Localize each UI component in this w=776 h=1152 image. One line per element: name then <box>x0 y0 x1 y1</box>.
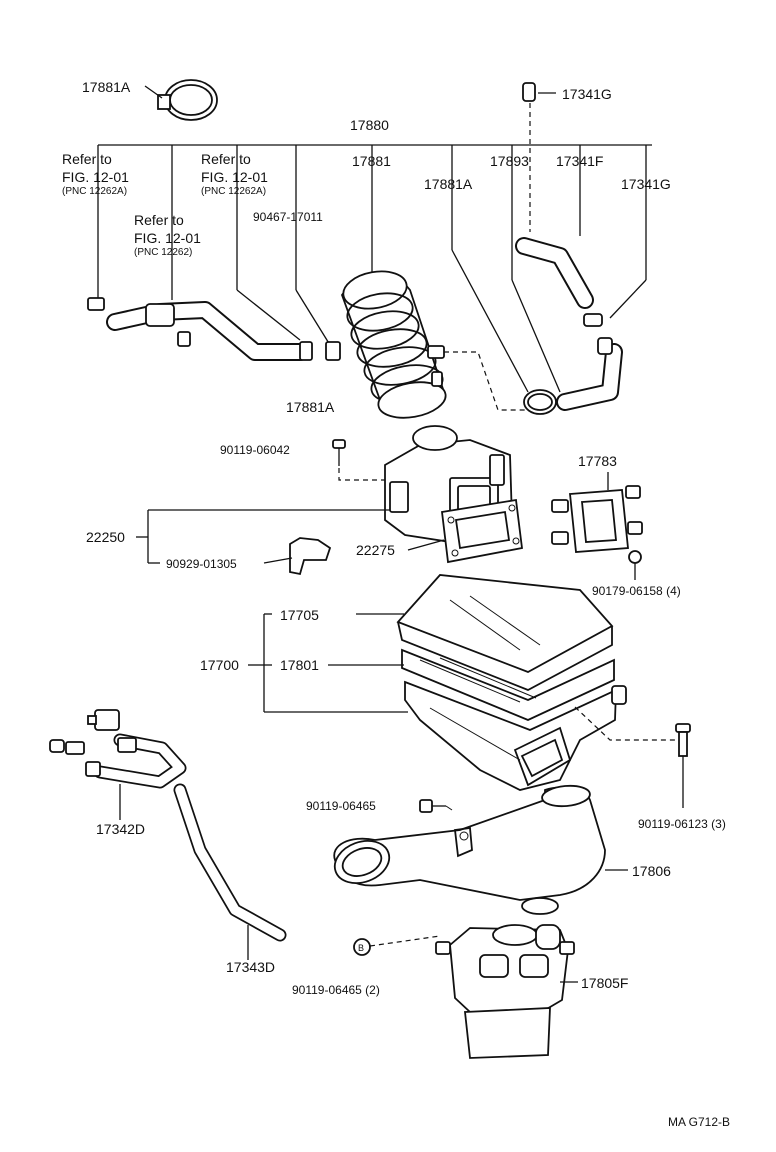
label-17880: 17880 <box>350 117 389 133</box>
label-refer-3-c: (PNC 12262) <box>134 247 192 258</box>
label-90119-06123: 90119-06123 (3) <box>638 817 726 831</box>
label-22275: 22275 <box>356 542 395 558</box>
small-bolt-mark: B <box>358 943 364 953</box>
hose-17341F <box>515 237 603 327</box>
label-17881: 17881 <box>352 153 391 169</box>
label-refer-2-c: (PNC 12262A) <box>201 186 266 197</box>
label-refer-2-a: Refer to <box>201 151 251 167</box>
clamp-17881A-right <box>523 389 557 415</box>
bolt-90119-06465 <box>419 799 453 813</box>
gasket-17783 <box>551 472 643 580</box>
callout-tree-17700 <box>248 613 408 713</box>
intake-duct-17806 <box>333 784 628 915</box>
vacuum-hose-17342D <box>49 709 187 820</box>
resonator-17805F <box>353 924 578 1059</box>
label-90119-06465-2: 90119-06465 (2) <box>292 983 380 997</box>
gasket-22275 <box>441 498 523 564</box>
clip-17341G-top <box>522 82 556 232</box>
callout-tree-17880 <box>97 144 652 393</box>
air-cleaner-17700 <box>396 574 627 791</box>
bracket-90929-01305 <box>289 537 332 576</box>
label-refer-1-a: Refer to <box>62 151 112 167</box>
air-hose-17881 <box>341 270 526 419</box>
breather-hose-left <box>87 297 341 361</box>
label-17700: 17700 <box>200 657 239 673</box>
label-17341G-top: 17341G <box>562 86 612 102</box>
label-17342D: 17342D <box>96 821 145 837</box>
label-refer-2-b: FIG. 12-01 <box>201 169 268 185</box>
label-17783: 17783 <box>578 453 617 469</box>
part-labels: 17881A 17341G 17880 Refer to FIG. 12-01 … <box>62 79 730 1129</box>
label-refer-3-b: FIG. 12-01 <box>134 230 201 246</box>
label-17341G-mid: 17341G <box>621 176 671 192</box>
label-17881A-top: 17881A <box>82 79 131 95</box>
label-refer-1-c: (PNC 12262A) <box>62 186 127 197</box>
bolt-90119-06123 <box>574 706 691 808</box>
label-17343D: 17343D <box>226 959 275 975</box>
label-90119-06465: 90119-06465 <box>306 799 376 813</box>
label-refer-1-b: FIG. 12-01 <box>62 169 129 185</box>
label-90467-17011: 90467-17011 <box>253 210 323 224</box>
label-90179-06158: 90179-06158 (4) <box>592 584 681 598</box>
label-22250: 22250 <box>86 529 125 545</box>
label-90119-06042: 90119-06042 <box>220 443 290 457</box>
label-17881A-mid: 17881A <box>424 176 473 192</box>
label-17881A-low: 17881A <box>286 399 335 415</box>
callout-tree-22250 <box>136 509 445 564</box>
drawing-code: MA G712-B <box>668 1115 730 1129</box>
label-17893: 17893 <box>490 153 529 169</box>
hose-17893 <box>556 337 623 411</box>
label-17805F: 17805F <box>581 975 628 991</box>
label-17705: 17705 <box>280 607 319 623</box>
vacuum-hose-17343D <box>173 783 287 960</box>
label-90929-01305: 90929-01305 <box>166 557 237 571</box>
label-17806: 17806 <box>632 863 671 879</box>
label-refer-3-a: Refer to <box>134 212 184 228</box>
label-17801: 17801 <box>280 657 319 673</box>
clamp-17881A-top <box>144 79 218 121</box>
label-17341F: 17341F <box>556 153 603 169</box>
